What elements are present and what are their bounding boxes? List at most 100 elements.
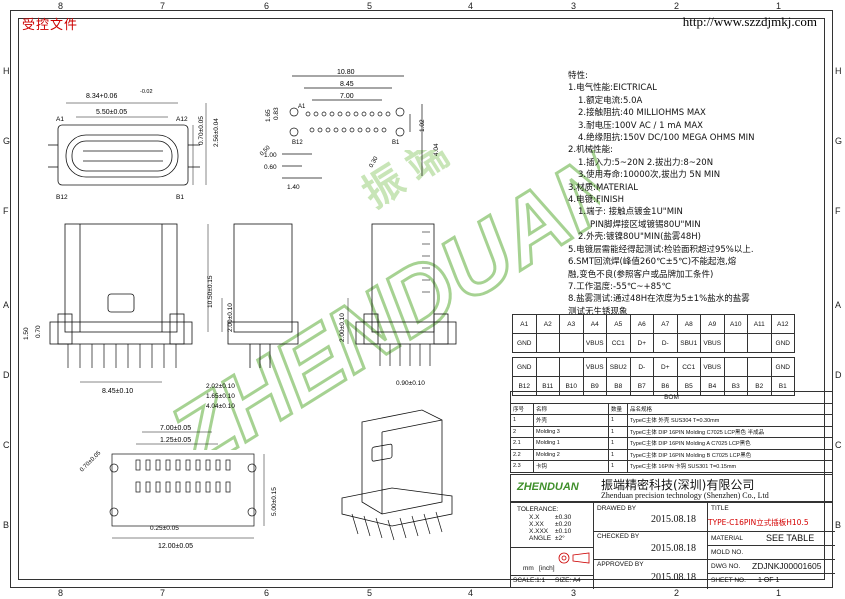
company-name-cn: 振端精密科技(深圳)有限公司: [601, 478, 755, 492]
scale-label: SCALE:1:1: [513, 577, 546, 584]
dim-pcb-width: 12.00±0.05: [158, 543, 193, 550]
rear-view-drawing: 2.00±0.10 0.90±0.10: [339, 223, 457, 387]
pin-cell: GND: [512, 357, 537, 377]
signoff-area: DRAWED BY 2015.08.18 CHECKED BY 2015.08.…: [593, 503, 707, 589]
pin-cell: A11: [747, 314, 772, 334]
dim-side-404: 4.04±0.10: [206, 403, 235, 410]
pin-label-a1: A1: [56, 116, 64, 123]
pin-label-a12: A12: [176, 116, 188, 123]
dim-side-202: 2.02±0.10: [206, 383, 235, 390]
bom-cell: 卡钩: [533, 460, 609, 473]
dwg-number: ZDJNKJ00001605: [752, 561, 822, 571]
zone-left-g: G: [3, 136, 11, 146]
bom-cell: 1: [608, 437, 628, 450]
drawing-title: TYPE-C16PIN立式插板H10.5: [708, 518, 809, 527]
dim-pin-diameter-030: 0.30: [369, 155, 380, 169]
bom-cell: TypeC主体 DIP 16PIN Molding B C7025 LCP黑色: [627, 448, 833, 461]
zone-right-g: G: [835, 136, 843, 146]
specification-notes: 特性: 1.电气性能:EICTRICAL 1.额定电流:5.0A 2.接触阻抗:…: [568, 70, 755, 318]
pin-cell: A4: [582, 314, 607, 334]
zone-top-8: 8: [58, 1, 64, 11]
bom-cell: 2: [510, 425, 534, 438]
pin-cell: A1: [512, 314, 537, 334]
note-line: 4.电镀:FINISH: [568, 195, 625, 206]
zone-left-h: H: [3, 66, 10, 76]
company-name-en: Zhenduan precision technology (Shenzhen)…: [601, 491, 769, 500]
note-line: 1.额定电流:5.0A: [578, 95, 643, 106]
note-line: 4.绝缘阻抗:150V DC/100 MEGA OHMS MIN: [578, 133, 755, 144]
zone-top-4: 4: [468, 1, 474, 11]
bom-header: 数量: [608, 402, 628, 415]
bom-cell: 1: [608, 460, 628, 473]
pin-cell: A8: [676, 314, 701, 334]
zone-top-7: 7: [160, 1, 166, 11]
dim-top-tol: -0.02: [140, 89, 153, 95]
pin-cell: A2: [535, 314, 560, 334]
pin-cell: [535, 357, 560, 377]
tol-value: ±0.10: [555, 528, 572, 535]
pin-view-a1: A1: [298, 104, 306, 110]
note-line: 3.耐电压:100V AC / 1 mA MAX: [578, 120, 703, 131]
tol-key: ANGLE: [529, 535, 552, 542]
controlled-document-stamp: 受控文件: [22, 17, 79, 32]
pin-cell: [559, 357, 584, 377]
note-line: 融,变色不良(参照客户或品牌加工条件): [568, 269, 714, 280]
pin-cell: GND: [770, 357, 795, 377]
dwg-label: DWG NO.: [711, 563, 741, 570]
pin-view-b1: B1: [392, 140, 400, 146]
pin-cell: GND: [512, 333, 537, 353]
zone-bottom-8: 8: [58, 588, 64, 598]
note-line: 2.机械性能:: [568, 145, 613, 156]
zone-bottom-7: 7: [160, 588, 166, 598]
note-line: 8.盐雾测试:通过48H在浓度为5±1%盐水的盐雾: [568, 294, 750, 305]
bom-cell: Molding 1: [533, 437, 609, 450]
sheet-number: 1 OF 1: [758, 577, 780, 584]
divider: [511, 575, 593, 576]
zone-bottom-6: 6: [264, 588, 270, 598]
bom-cell: 2.3: [510, 460, 534, 473]
dim-pcb-125: 1.25±0.05: [160, 437, 191, 444]
bom-title: BOM: [510, 391, 833, 404]
dim-side-165: 1.65±0.10: [206, 393, 235, 400]
dim-rear-200: 2.00±0.10: [339, 313, 346, 342]
bom-cell: TypeC主体 16PIN 卡钩 SUS301 T=0.15mm: [627, 460, 833, 473]
bom-header: 序号: [510, 402, 534, 415]
sheet-label: SHEET NO.: [711, 577, 746, 584]
pin-view-b12: B12: [292, 140, 303, 146]
pin-cell: VBUS: [700, 333, 725, 353]
dim-pin-102: 1.02: [419, 119, 426, 132]
pin-cell: VBUS: [700, 357, 725, 377]
pin-cell: A5: [606, 314, 631, 334]
tol-key: X.XXX: [529, 528, 549, 535]
dim-pin-700: 7.00: [340, 93, 354, 100]
dim-front-width: 8.45±0.10: [102, 388, 133, 395]
bom-header: 品名规格: [627, 402, 833, 415]
dim-pcb-700: 7.00±0.05: [160, 425, 191, 432]
zone-right-d: D: [835, 370, 842, 380]
divider: [708, 573, 835, 574]
dim-pcb-070: 0.70±0.05: [79, 450, 103, 474]
zone-right-f: F: [835, 206, 841, 216]
pin-cell: SBU1: [676, 333, 701, 353]
tol-key: X.XX: [529, 521, 544, 528]
note-line: 3.材质:MATERIAL: [568, 182, 638, 193]
bom-cell: 1: [608, 448, 628, 461]
dim-side-200: 2.00±0.10: [227, 303, 234, 332]
zone-top-2: 2: [674, 1, 680, 11]
zone-left-b: B: [3, 520, 10, 530]
inner-frame: [18, 18, 825, 580]
bom-header: 名称: [533, 402, 609, 415]
unit-inch: [inch]: [539, 565, 555, 572]
tol-key: X.X: [529, 514, 540, 521]
pin-cell: [559, 333, 584, 353]
tol-value: ±0.20: [555, 521, 572, 528]
pin-cell: A6: [629, 314, 654, 334]
